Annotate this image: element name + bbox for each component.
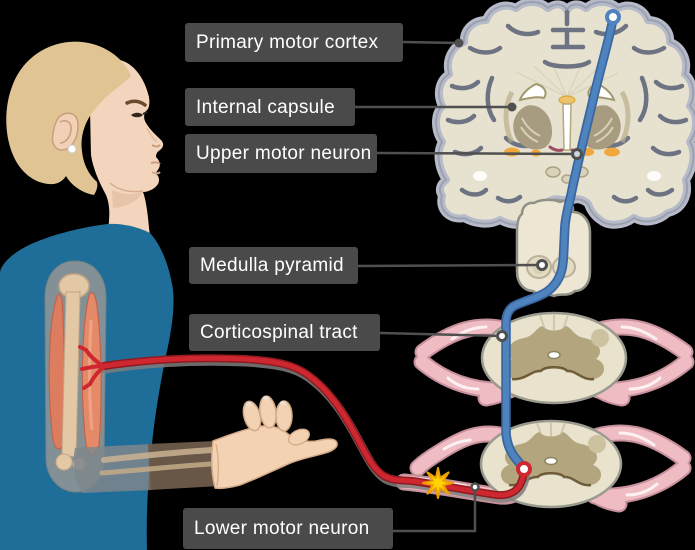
upper-motor-neuron-origin-marker bbox=[605, 9, 621, 25]
lentiform-left bbox=[513, 105, 552, 150]
spinal-cord-section-1 bbox=[413, 311, 695, 407]
leader-dots bbox=[454, 38, 583, 492]
earring bbox=[67, 144, 77, 154]
leader-corticospinal-tract bbox=[379, 331, 503, 338]
wrist-crease bbox=[215, 443, 220, 487]
lateral-ventricle-left bbox=[518, 82, 547, 102]
upper-motor-neuron-path bbox=[501, 9, 621, 473]
biceps-highlight bbox=[88, 319, 94, 431]
dot-lower-motor-neuron bbox=[470, 482, 480, 492]
cord-1-gray-matter-ventral-edge bbox=[511, 366, 595, 381]
red-axon bbox=[101, 355, 527, 498]
elbow-condyle-1 bbox=[55, 453, 73, 471]
leader-lines bbox=[355, 40, 578, 533]
curled-finger-3 bbox=[275, 400, 293, 432]
dot-medulla-pyramid bbox=[536, 259, 548, 271]
cord-2-spot bbox=[588, 435, 606, 453]
subthalamic-spot-far-left bbox=[504, 147, 520, 157]
dot-primary-motor-cortex bbox=[454, 38, 464, 48]
hand-palm bbox=[210, 425, 338, 490]
neck-shadow bbox=[112, 190, 143, 208]
cord-1-central-canal bbox=[547, 350, 561, 360]
blue-axon bbox=[503, 16, 616, 471]
red-nucleus-left bbox=[548, 145, 564, 152]
cord-1-dorsal-sulci bbox=[539, 314, 569, 331]
ulna-bone bbox=[99, 461, 213, 476]
dot-internal-capsule bbox=[507, 102, 517, 112]
leader-medulla-pyramid bbox=[357, 263, 543, 268]
leader-primary-motor-cortex bbox=[402, 40, 460, 45]
brain-coronal-section bbox=[432, 0, 695, 229]
label-corticospinal-tract: Corticospinal tract bbox=[189, 314, 380, 351]
jawline bbox=[109, 182, 144, 193]
label-primary-motor-cortex: Primary motor cortex bbox=[185, 23, 403, 62]
lower-motor-neuron-path bbox=[78, 345, 530, 503]
internal-capsule-left bbox=[503, 90, 515, 144]
forearm-and-hand bbox=[73, 395, 338, 493]
internal-capsule-right bbox=[619, 90, 631, 144]
lower-lip bbox=[151, 171, 161, 175]
eye bbox=[131, 112, 143, 118]
temporal-white-spot-left bbox=[473, 171, 487, 181]
cord-1-spot bbox=[591, 329, 609, 347]
third-ventricle bbox=[562, 103, 572, 151]
eyebrow bbox=[125, 99, 147, 107]
label-upper-motor-neuron: Upper motor neuron bbox=[185, 134, 377, 173]
synapse-circle-marker bbox=[516, 461, 532, 477]
fingernail-3 bbox=[280, 401, 286, 405]
fingernail-1 bbox=[246, 402, 252, 406]
synapse-star-icon bbox=[422, 467, 454, 499]
label-internal-capsule: Internal capsule bbox=[185, 88, 355, 126]
nose-side bbox=[146, 127, 158, 143]
fornix-gold-patch bbox=[558, 95, 576, 105]
cord-2-central-canal bbox=[544, 456, 558, 466]
dot-corticospinal-tract bbox=[496, 330, 508, 342]
fingernail-2 bbox=[263, 396, 269, 400]
putamen-stripes bbox=[520, 117, 614, 143]
midbrain-oval-left bbox=[545, 166, 561, 178]
corona-radiata-lines bbox=[515, 62, 619, 98]
temporal-white-spot-right bbox=[647, 171, 661, 181]
ear-inner-line bbox=[59, 120, 72, 144]
upper-lip bbox=[150, 161, 161, 165]
label-medulla-pyramid: Medulla pyramid bbox=[189, 247, 358, 284]
ear bbox=[51, 112, 79, 151]
nose-line bbox=[151, 144, 161, 148]
axon-terminal-branches bbox=[78, 345, 106, 390]
spinal-cord-section-2 bbox=[395, 419, 692, 513]
label-lower-motor-neuron: Lower motor neuron bbox=[183, 508, 393, 549]
leader-lower-motor-neuron bbox=[393, 489, 477, 533]
leader-upper-motor-neuron bbox=[376, 151, 578, 156]
subthalamic-spot-far-right bbox=[604, 147, 620, 157]
biceps-muscle bbox=[81, 291, 102, 456]
radius-bone bbox=[101, 447, 215, 463]
thumb bbox=[288, 428, 310, 446]
dot-upper-motor-neuron bbox=[571, 148, 583, 160]
eyelash bbox=[142, 111, 148, 115]
